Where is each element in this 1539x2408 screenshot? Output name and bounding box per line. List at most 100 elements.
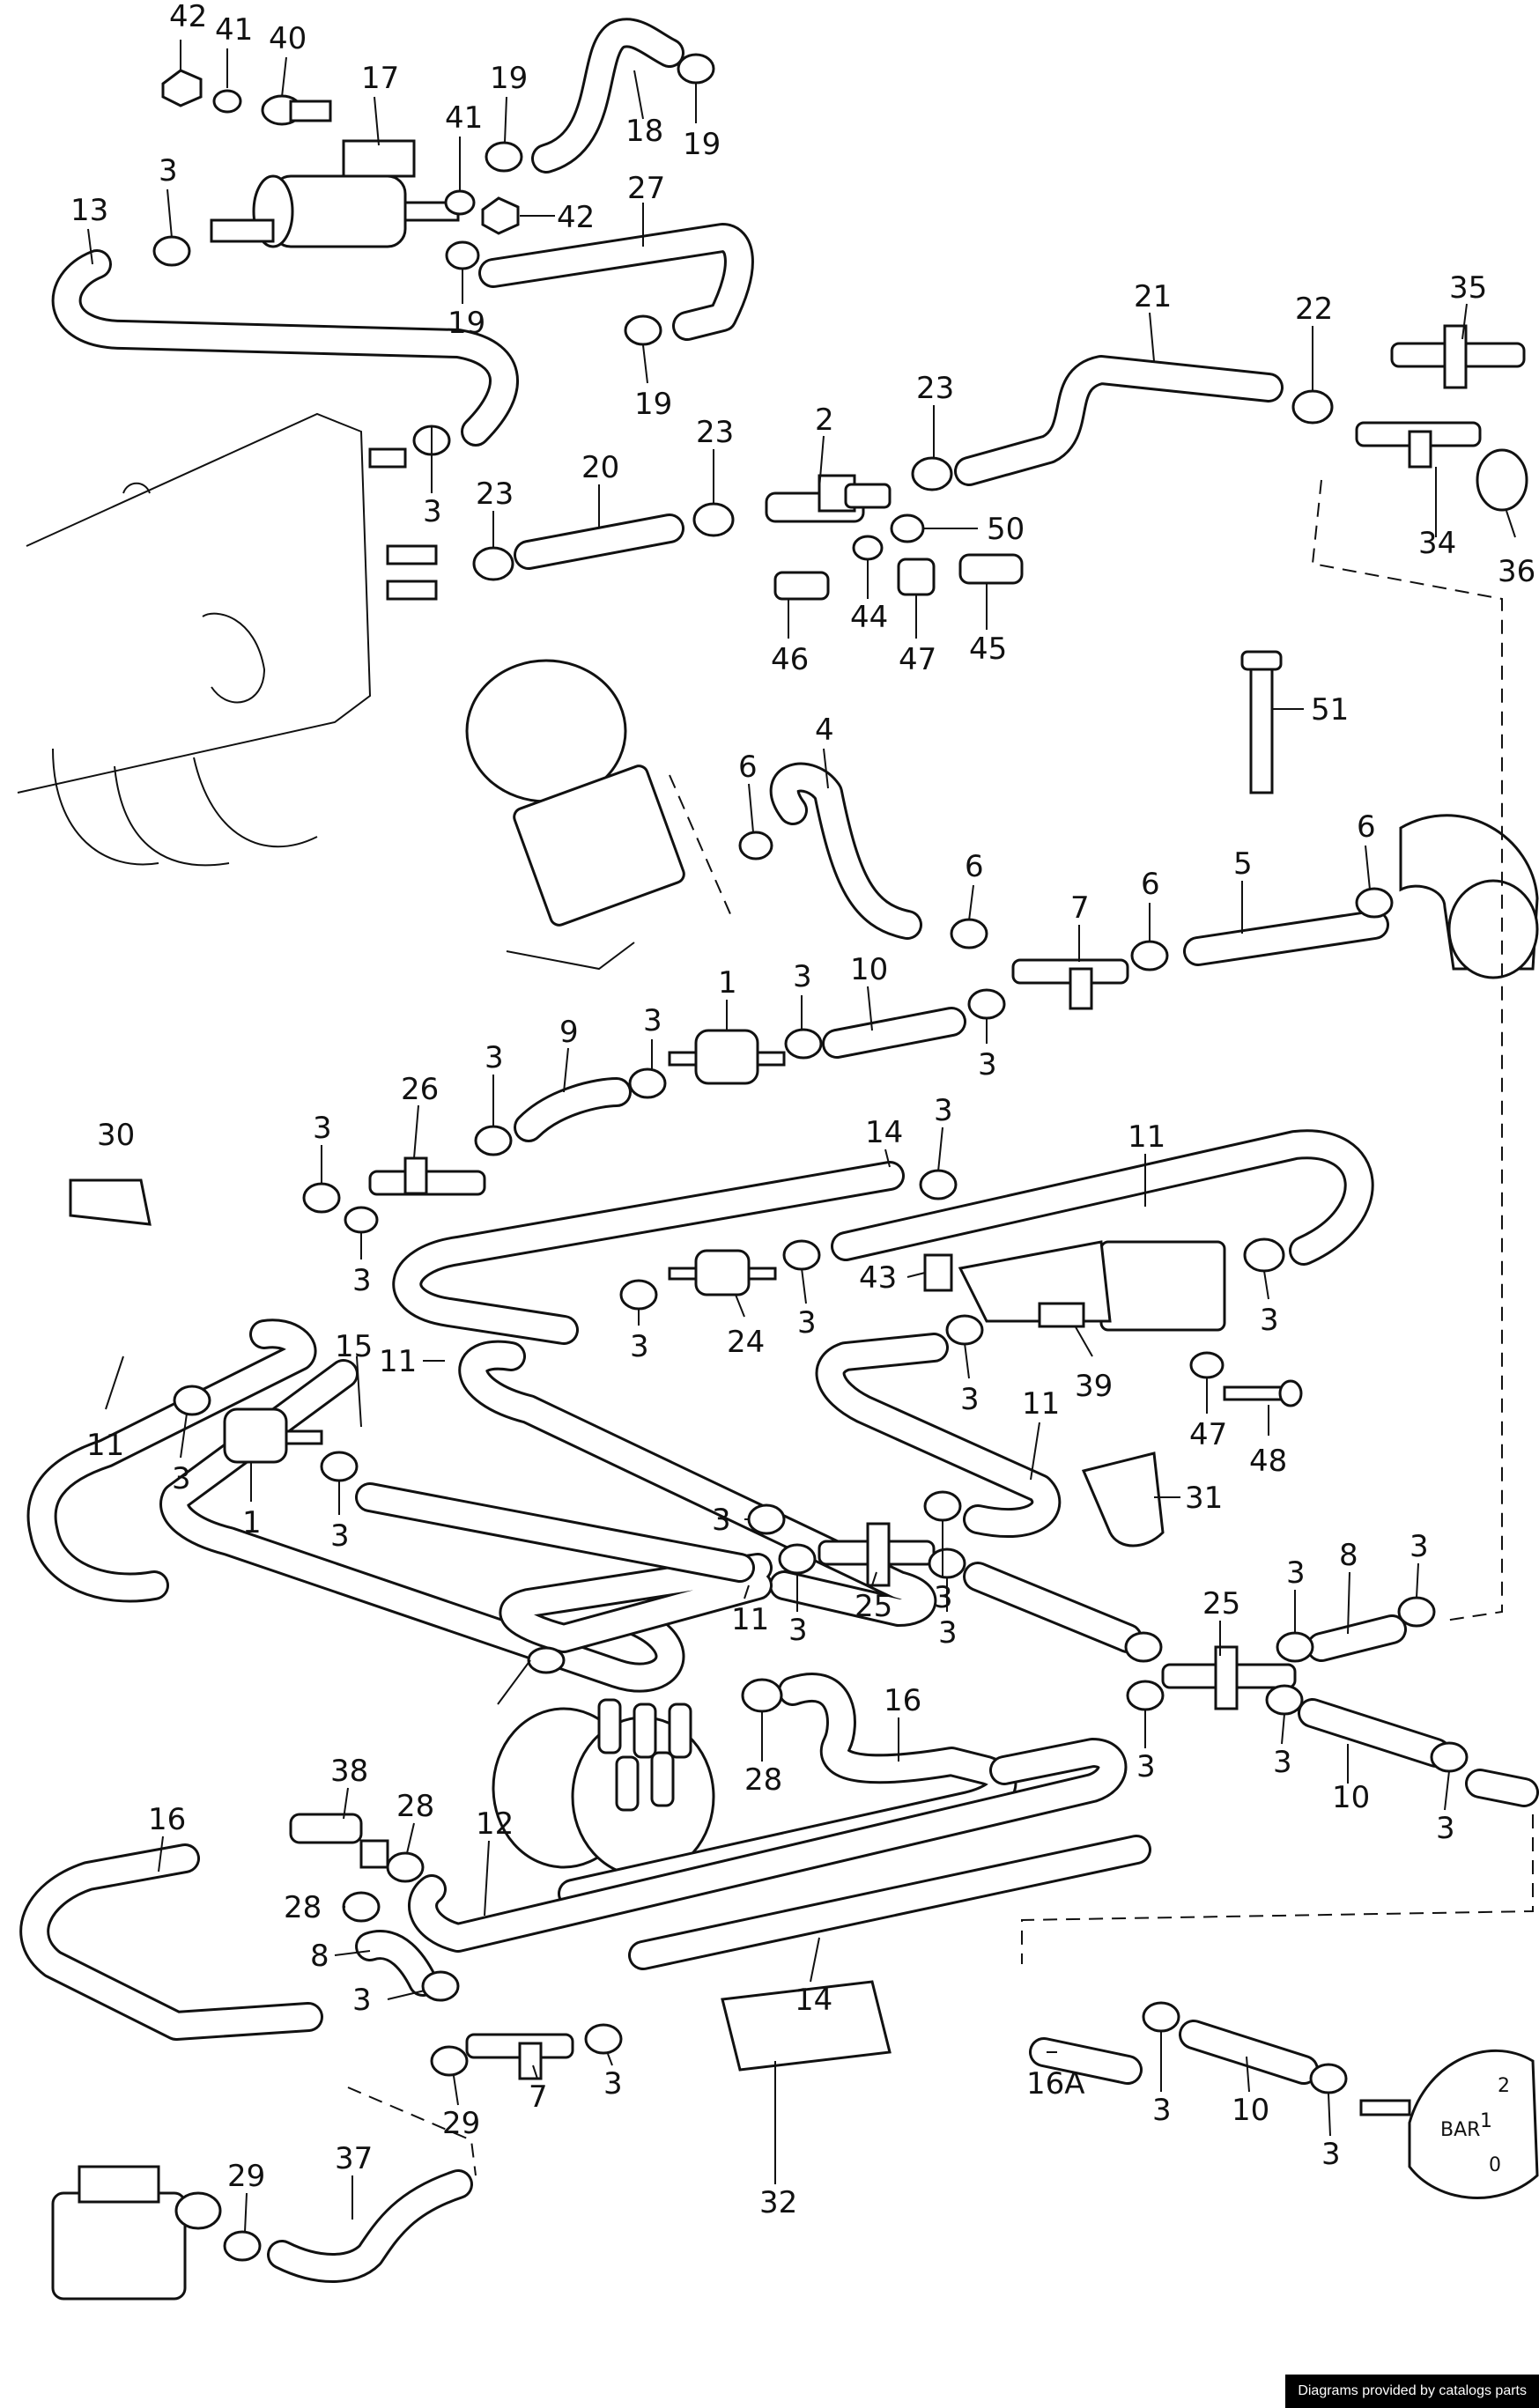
ref-line-throttle (669, 774, 732, 917)
clamp-3p (747, 1503, 786, 1535)
hose-11e (499, 1553, 773, 1653)
hose-11b (831, 1129, 1374, 1266)
clamp-3z (584, 2023, 623, 2055)
callout-3: 3 (960, 1382, 980, 1417)
callout-18: 18 (625, 114, 663, 149)
tie-wrap-51 (1240, 650, 1283, 794)
callout-19: 19 (634, 387, 672, 422)
callout-3: 3 (793, 959, 812, 994)
callout-3: 3 (643, 1003, 662, 1038)
clamp-3w (1126, 1680, 1165, 1711)
callout-23: 23 (916, 371, 954, 406)
callout-44: 44 (850, 600, 888, 635)
clamp-23a (911, 456, 953, 491)
hose-37 (267, 2169, 473, 2283)
callout-19: 19 (448, 306, 485, 341)
hose-4 (769, 762, 922, 940)
callout-39: 39 (1075, 1369, 1113, 1404)
gauge-scale-0: 0 (1489, 2154, 1501, 2176)
boost-gauge: 2 1 0 BAR (1359, 2049, 1539, 2199)
clamp-29a (430, 2045, 469, 2077)
callout-23: 23 (476, 476, 514, 512)
callout-36: 36 (1498, 554, 1535, 589)
clamp-3f (474, 1125, 513, 1156)
tee-7b (465, 2033, 574, 2080)
tee-7a (1011, 958, 1129, 1010)
callout-31: 31 (1185, 1481, 1223, 1516)
fitting-40 (261, 94, 332, 126)
clamp-3aa (1142, 2001, 1180, 2033)
hose-13 (51, 249, 519, 447)
callout-1: 1 (718, 965, 737, 1001)
callout-7: 7 (529, 2079, 548, 2115)
callout-50: 50 (987, 512, 1025, 547)
callout-46: 46 (771, 642, 809, 677)
callout-10: 10 (850, 952, 888, 987)
callout-3: 3 (330, 1518, 350, 1554)
clamp-3l (1243, 1237, 1285, 1273)
hose-18 (531, 18, 684, 174)
hose-end-right (1465, 1769, 1539, 1807)
callout-26: 26 (401, 1072, 439, 1107)
bracket-43 (923, 1253, 953, 1292)
clamp-3ab (1309, 2063, 1348, 2094)
nut-42 (161, 69, 203, 107)
hose-11d (815, 1333, 1062, 1538)
clamp-3c (784, 1028, 823, 1060)
callout-11: 11 (1128, 1119, 1165, 1155)
hose-12 (408, 1738, 1128, 1953)
callout-9: 9 (559, 1015, 579, 1050)
ref-line-right (1311, 479, 1503, 1621)
callout-10: 10 (1332, 1780, 1370, 1815)
hose-right-long (963, 1562, 1143, 1653)
hose-11a (26, 1318, 317, 1603)
clamp-3m (945, 1314, 984, 1346)
hose-9 (514, 1077, 632, 1142)
screw-48 (1223, 1379, 1303, 1407)
tee-25a (818, 1522, 936, 1587)
check-valve-24 (668, 1249, 777, 1296)
callout-12: 12 (476, 1806, 514, 1842)
tee-25b (1161, 1645, 1297, 1710)
callout-29: 29 (227, 2159, 265, 2194)
callout-41: 41 (445, 100, 483, 136)
callout-16A: 16A (1026, 2066, 1085, 2101)
callout-3: 3 (934, 1580, 953, 1615)
nut-42b (481, 196, 520, 235)
callout-3: 3 (159, 153, 178, 188)
tee-26 (368, 1156, 486, 1196)
hose-21 (954, 355, 1284, 486)
washer-41b (444, 189, 476, 216)
check-valve-1b (223, 1407, 323, 1464)
callout-11: 11 (731, 1602, 769, 1637)
hose-under-t25 (355, 1482, 755, 1583)
check-valve-1a (668, 1029, 786, 1085)
callout-3: 3 (712, 1503, 731, 1538)
callout-48: 48 (1249, 1444, 1287, 1479)
callout-42: 42 (169, 0, 207, 34)
callout-3: 3 (1136, 1749, 1156, 1784)
washer-47b (1189, 1351, 1225, 1379)
callout-3: 3 (172, 1461, 191, 1496)
callout-5: 5 (1233, 846, 1253, 882)
gauge-scale-2: 2 (1498, 2075, 1510, 2097)
callout-3: 3 (1286, 1555, 1306, 1591)
credit-banner: Diagrams provided by catalogs parts (1285, 2375, 1539, 2408)
washer-41 (212, 89, 242, 114)
pressure-regulator-17 (210, 139, 460, 248)
callout-7: 7 (1070, 890, 1090, 926)
hose-16b (19, 1843, 323, 2041)
clamp-3-right (1430, 1741, 1469, 1773)
callout-51: 51 (1311, 692, 1349, 728)
callout-3: 3 (1436, 1811, 1455, 1846)
gauge-unit: BAR (1440, 2119, 1480, 2141)
callout-14: 14 (865, 1115, 903, 1150)
clamp-19b (677, 53, 715, 85)
clamp-6d (1355, 887, 1394, 919)
clamp-3r (778, 1543, 817, 1575)
hose-10a (822, 1007, 966, 1059)
callout-8: 8 (1339, 1538, 1358, 1573)
callout-4: 4 (815, 713, 834, 748)
clamp-3x (1265, 1684, 1304, 1716)
